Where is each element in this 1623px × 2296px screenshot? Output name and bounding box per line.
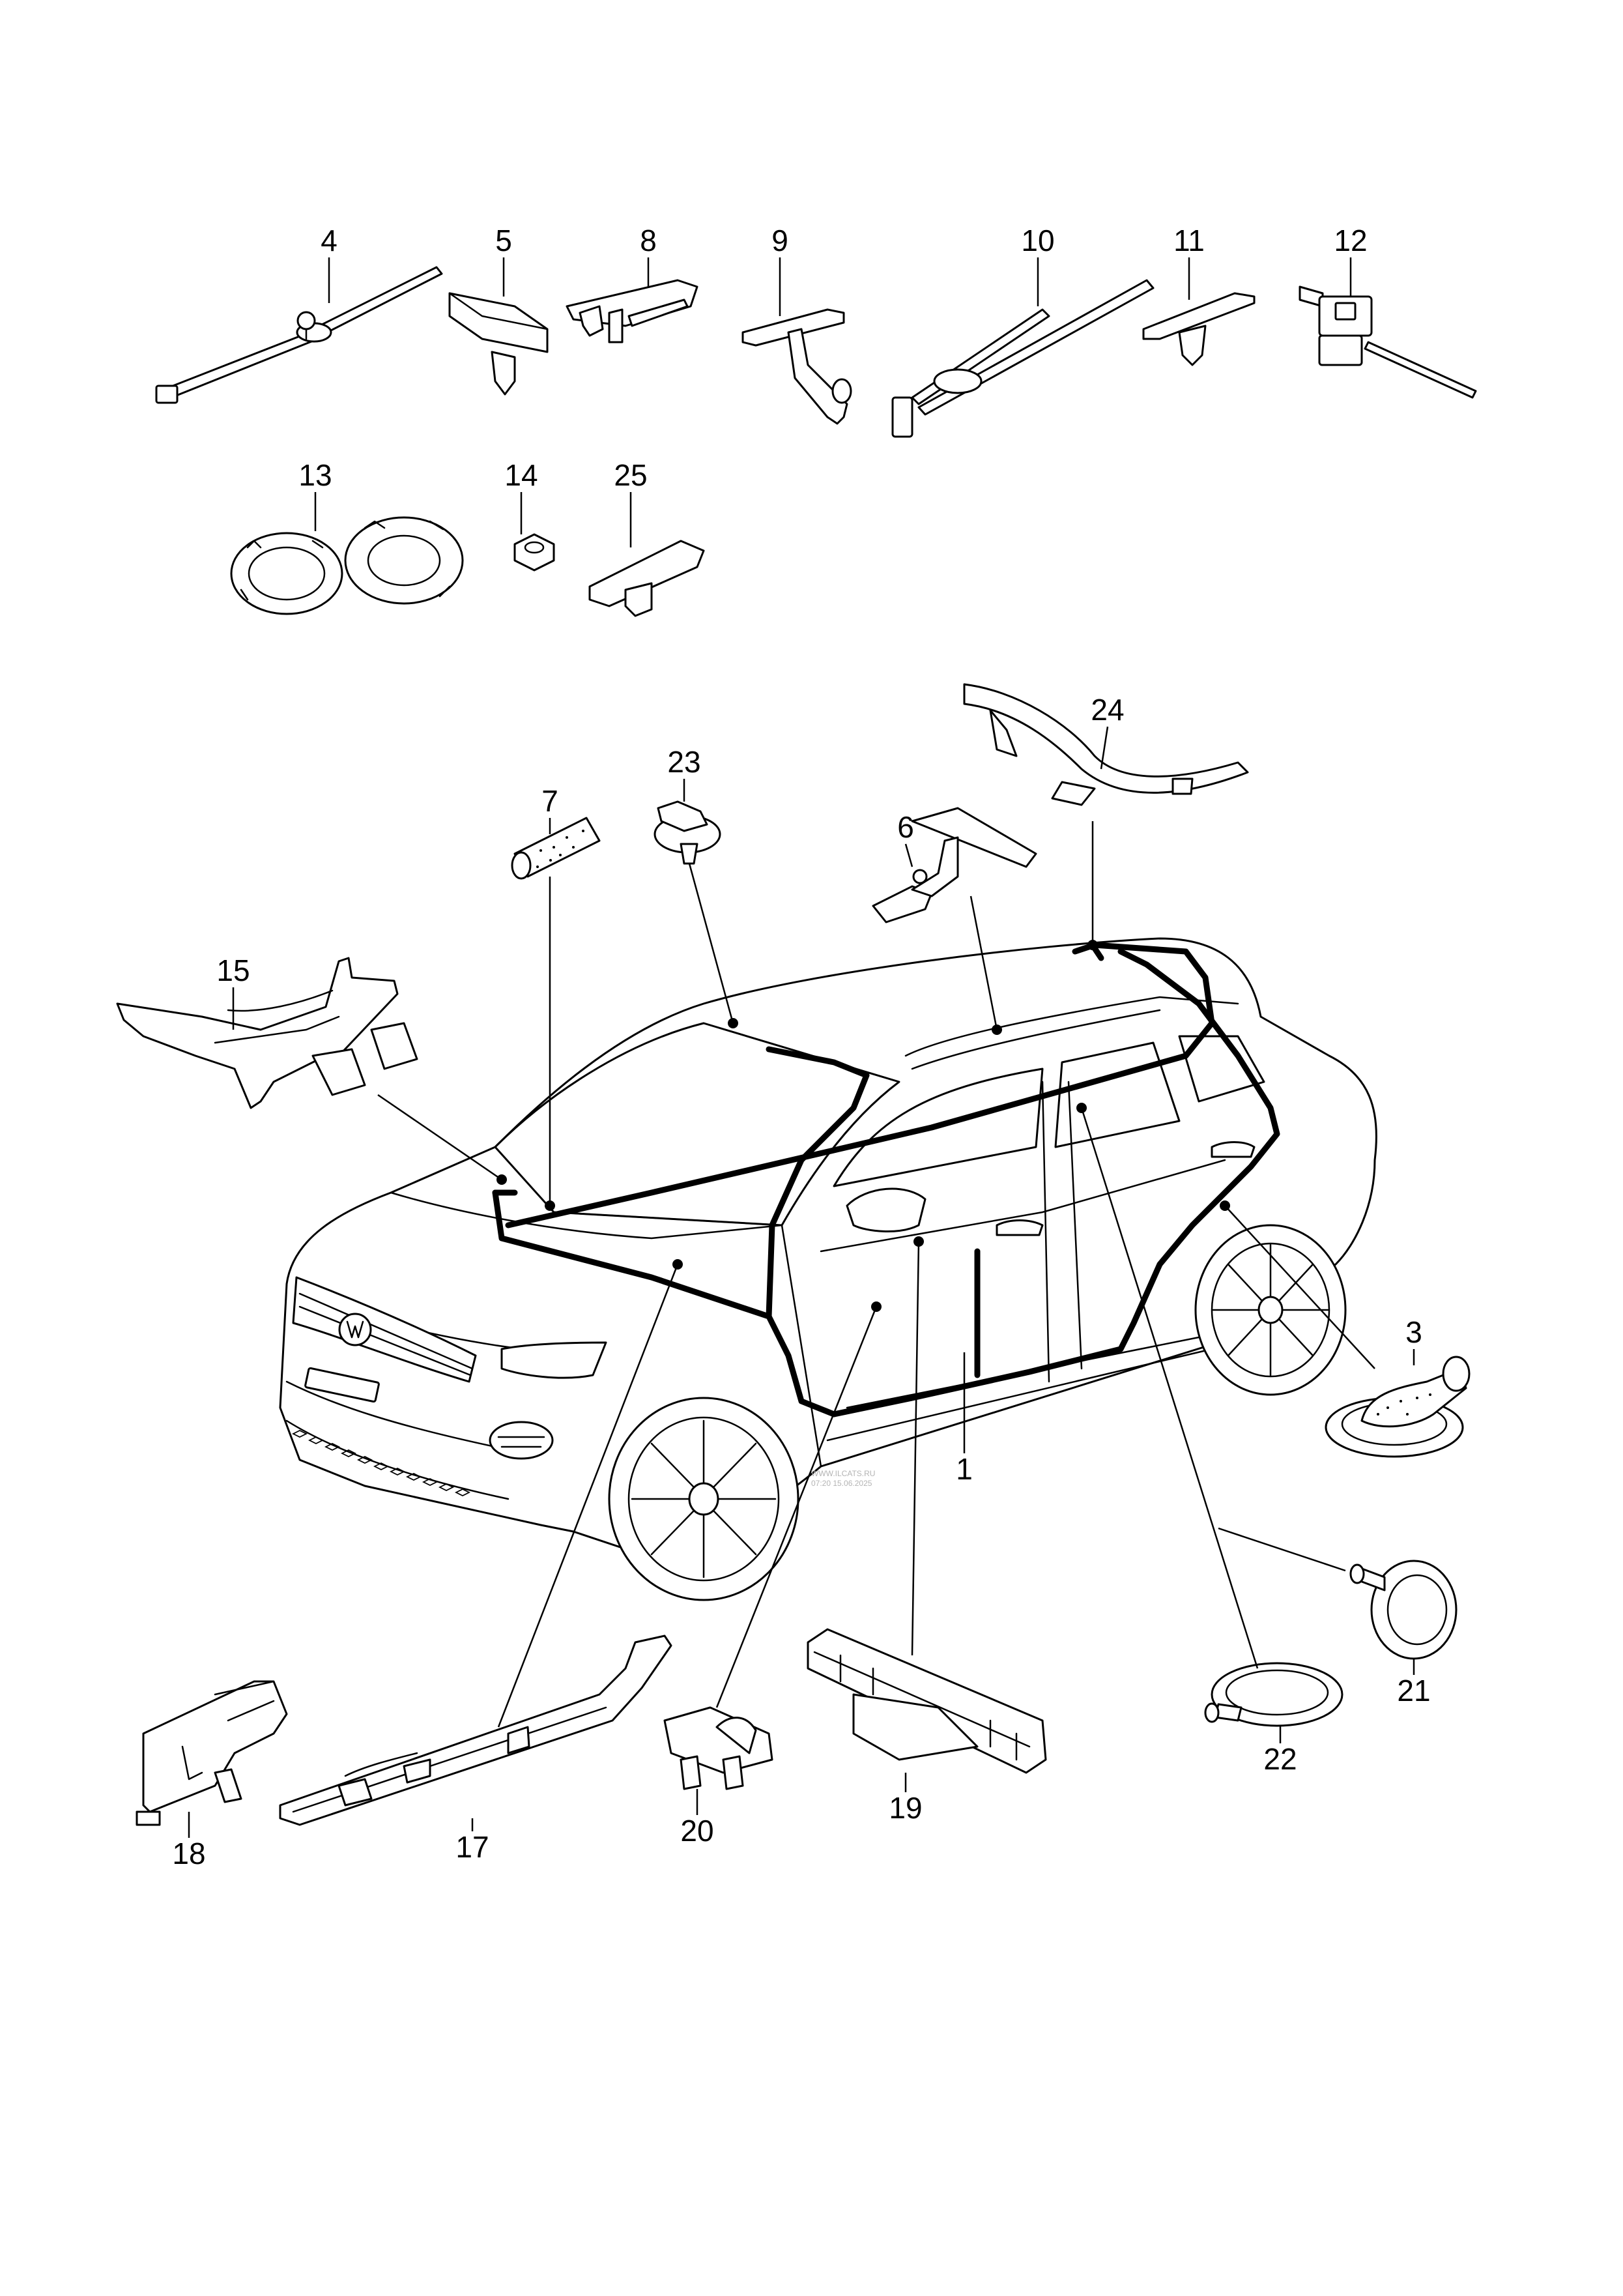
leader-dots bbox=[496, 940, 1230, 1312]
part-4-cable-tie bbox=[155, 266, 443, 404]
callout-17: 17 bbox=[455, 1830, 489, 1864]
callout-6: 6 bbox=[897, 810, 914, 844]
callout-1: 1 bbox=[956, 1452, 973, 1486]
part-7-foam-sleeve bbox=[511, 817, 601, 880]
part-8-bracket bbox=[566, 279, 698, 343]
callout-10: 10 bbox=[1021, 224, 1054, 257]
part-12-connector bbox=[1299, 285, 1477, 399]
part-19-rail bbox=[807, 1628, 1047, 1774]
callout-4: 4 bbox=[321, 224, 338, 257]
leader-lines bbox=[188, 257, 1415, 1838]
watermark-date: 07:20 15.06.2025 bbox=[811, 1479, 872, 1488]
part-9-holder bbox=[741, 308, 852, 425]
part-5-clip bbox=[448, 292, 549, 396]
front-wheel bbox=[608, 1397, 799, 1601]
callout-11: 11 bbox=[1173, 224, 1205, 257]
callout-5: 5 bbox=[495, 224, 512, 257]
callout-25: 25 bbox=[614, 458, 647, 492]
callout-8: 8 bbox=[640, 224, 657, 257]
wiring-harness bbox=[492, 942, 1280, 1417]
callout-19: 19 bbox=[889, 1791, 922, 1825]
part-24-trim bbox=[963, 683, 1249, 806]
part-10-double-tie bbox=[891, 279, 1155, 438]
callout-18: 18 bbox=[172, 1837, 205, 1870]
callout-12: 12 bbox=[1334, 224, 1367, 257]
callout-14: 14 bbox=[504, 458, 538, 492]
part-6-bracket bbox=[872, 807, 1037, 923]
part-13-grommets bbox=[230, 516, 464, 615]
callout-21: 21 bbox=[1397, 1674, 1430, 1707]
part-14-nut bbox=[513, 533, 555, 572]
part-25-flat-bracket bbox=[588, 540, 705, 617]
callout-7: 7 bbox=[541, 784, 558, 818]
part-15-bracket bbox=[116, 957, 418, 1109]
part-22-grommet bbox=[1204, 1662, 1343, 1727]
callout-9: 9 bbox=[771, 224, 788, 257]
callout-24: 24 bbox=[1091, 693, 1124, 727]
callout-labels: 4 5 8 9 10 11 12 13 14 25 23 24 7 6 15 3… bbox=[172, 224, 1430, 1870]
part-11-push-clip bbox=[1142, 292, 1256, 366]
callout-13: 13 bbox=[298, 458, 332, 492]
watermark: WWW.ILCATS.RU 07:20 15.06.2025 bbox=[811, 1469, 875, 1488]
part-20-clip bbox=[663, 1706, 773, 1790]
callout-15: 15 bbox=[216, 953, 250, 987]
vehicle-body bbox=[279, 937, 1377, 1559]
part-17-channel bbox=[279, 1635, 672, 1826]
part-21-grommet bbox=[1349, 1560, 1458, 1660]
rear-wheel bbox=[1194, 1224, 1347, 1396]
part-3-grommet bbox=[1325, 1356, 1471, 1458]
callout-22: 22 bbox=[1263, 1742, 1297, 1776]
callout-3: 3 bbox=[1405, 1315, 1422, 1349]
callout-23: 23 bbox=[667, 745, 700, 779]
part-18-holder bbox=[136, 1680, 288, 1826]
watermark-site: WWW.ILCATS.RU bbox=[811, 1469, 875, 1478]
callout-20: 20 bbox=[680, 1814, 713, 1848]
part-23-clip bbox=[654, 800, 721, 865]
